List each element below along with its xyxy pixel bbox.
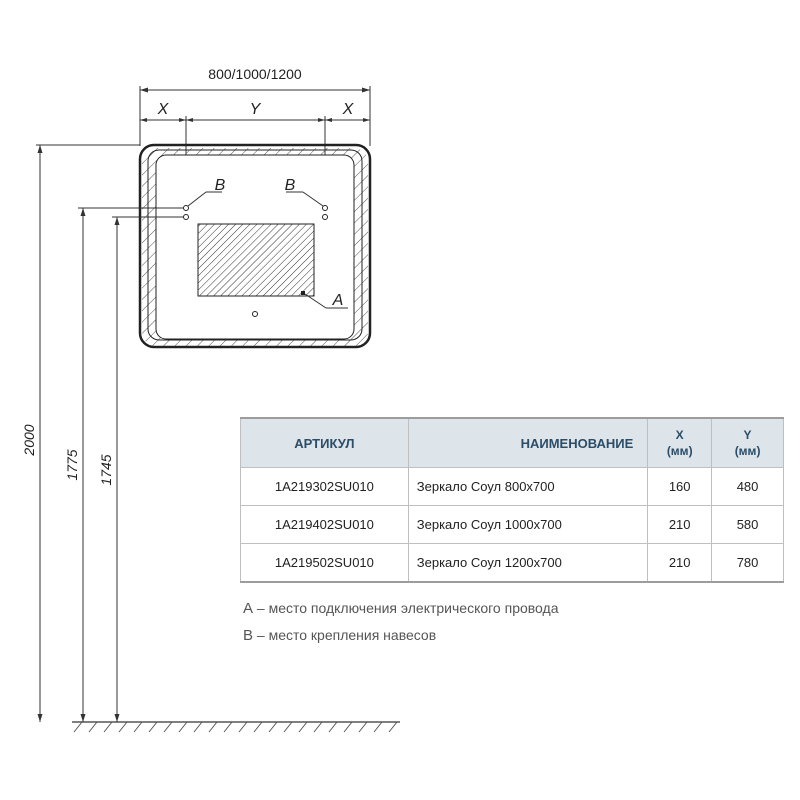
header-x-label: X <box>675 428 684 442</box>
cell-article: 1A219502SU010 <box>240 543 409 583</box>
legend-b-letter: B <box>243 627 254 644</box>
height-total-label: 2000 <box>21 424 37 456</box>
callout-b-left: B <box>215 177 226 194</box>
x-right-label: X <box>342 101 355 118</box>
height-dimensions: 2000 1775 1745 <box>21 144 183 722</box>
height-mount-2-label: 1745 <box>98 454 114 485</box>
legend-a: A – место подключения электрического про… <box>243 600 558 617</box>
cell-y: 480 <box>711 467 784 506</box>
table-row: 1A219402SU010 Зеркало Соул 1000x700 210 … <box>240 505 784 544</box>
legend-a-letter: A <box>243 600 254 617</box>
floor-line <box>72 721 400 733</box>
header-article: АРТИКУЛ <box>240 417 409 468</box>
callout-a: A <box>332 292 344 309</box>
overall-width-dimension: 800/1000/1200 <box>139 66 371 146</box>
header-y-label: Y <box>743 428 752 442</box>
cell-name: Зеркало Соул 1000x700 <box>407 505 649 544</box>
header-name: НАИМЕНОВАНИЕ <box>407 417 649 468</box>
spec-table: АРТИКУЛ НАИМЕНОВАНИЕ X (мм) Y (мм) 1A219… <box>240 417 784 583</box>
legend-a-text: – место подключения электрического прово… <box>253 600 559 616</box>
inner-panel <box>197 223 315 297</box>
cell-name: Зеркало Соул 800x700 <box>407 467 649 506</box>
table-row: 1A219502SU010 Зеркало Соул 1200x700 210 … <box>240 543 784 583</box>
sensor-dot <box>252 311 258 317</box>
cell-article: 1A219302SU010 <box>240 467 409 506</box>
table-row: 1A219302SU010 Зеркало Соул 800x700 160 4… <box>240 467 784 506</box>
cell-x: 210 <box>647 543 713 583</box>
cell-x: 160 <box>647 467 713 506</box>
header-x-unit: (мм) <box>666 444 693 458</box>
cell-x: 210 <box>647 505 713 544</box>
cell-y: 780 <box>711 543 784 583</box>
cell-article: 1A219402SU010 <box>240 505 409 544</box>
height-mount-label: 1775 <box>64 449 80 480</box>
header-y-unit: (мм) <box>734 444 761 458</box>
xy-dimension: X Y X <box>140 101 370 212</box>
callout-b-right: B <box>285 177 296 194</box>
callout-a-group: A <box>301 291 348 309</box>
legend-b-text: – место крепления навесов <box>253 627 437 643</box>
mount-points: B B <box>183 177 328 220</box>
mirror <box>138 143 372 349</box>
overall-width-label: 800/1000/1200 <box>208 66 302 82</box>
cell-y: 580 <box>711 505 784 544</box>
header-x: X (мм) <box>647 417 713 468</box>
header-y: Y (мм) <box>711 417 784 468</box>
table-header-row: АРТИКУЛ НАИМЕНОВАНИЕ X (мм) Y (мм) <box>240 417 784 468</box>
legend-b: B – место крепления навесов <box>243 627 436 644</box>
y-label: Y <box>250 101 262 118</box>
cell-name: Зеркало Соул 1200x700 <box>407 543 649 583</box>
x-left-label: X <box>157 101 170 118</box>
